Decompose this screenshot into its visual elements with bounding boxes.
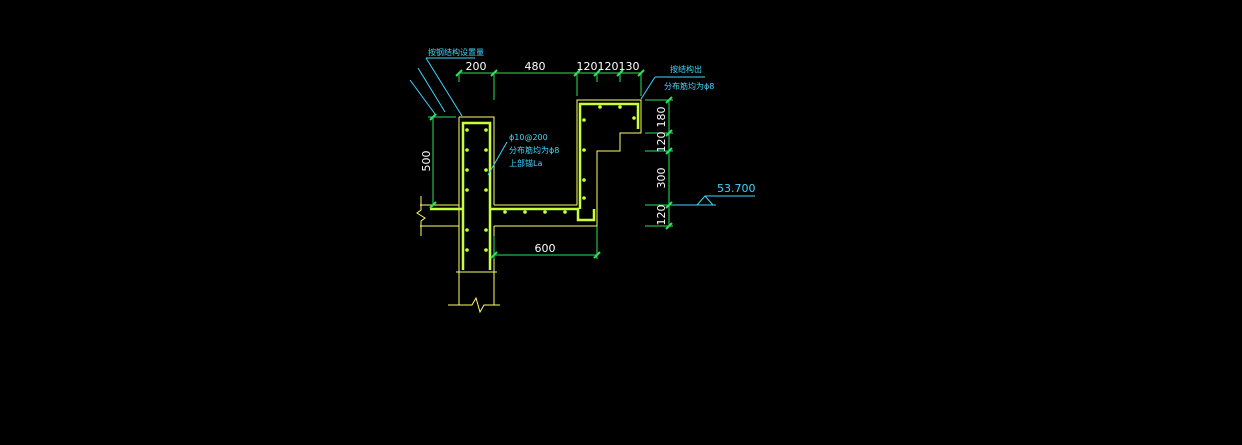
rebar-note-2: 分布筋均为ϕ8 xyxy=(509,145,559,155)
dim-top-4: 120 xyxy=(598,60,619,73)
elevation-marker xyxy=(673,195,755,206)
dim-top-5: 130 xyxy=(619,60,640,73)
rebar-note-1: ϕ10@200 xyxy=(509,133,548,142)
dim-right-1: 180 xyxy=(655,107,668,128)
elevation-label: 53.700 xyxy=(717,182,756,195)
annotation-leaders xyxy=(409,57,705,176)
annotation-texts: 按钢结构设置量 按结构出 分布筋均为ϕ8 ϕ10@200 分布筋均为ϕ8 上部锚… xyxy=(428,47,714,168)
dim-right-4: 120 xyxy=(655,205,668,226)
note-top-right-2: 分布筋均为ϕ8 xyxy=(664,81,714,91)
dimension-texts: 200 480 120 120 130 500 600 180 120 300 … xyxy=(420,60,668,255)
dim-top-3: 120 xyxy=(577,60,598,73)
dim-left: 500 xyxy=(420,151,433,172)
note-top-left: 按钢结构设置量 xyxy=(428,47,484,57)
rebar-note-3: 上部锚La xyxy=(509,158,542,168)
dim-right-2: 120 xyxy=(655,132,668,153)
dim-top-1: 200 xyxy=(466,60,487,73)
rebar xyxy=(430,102,640,270)
dim-top-2: 480 xyxy=(525,60,546,73)
note-top-right-1: 按结构出 xyxy=(670,64,702,74)
rebar-dots xyxy=(465,105,636,252)
dim-right-3: 300 xyxy=(655,168,668,189)
dimension-ticks xyxy=(429,69,673,259)
dim-bottom: 600 xyxy=(535,242,556,255)
